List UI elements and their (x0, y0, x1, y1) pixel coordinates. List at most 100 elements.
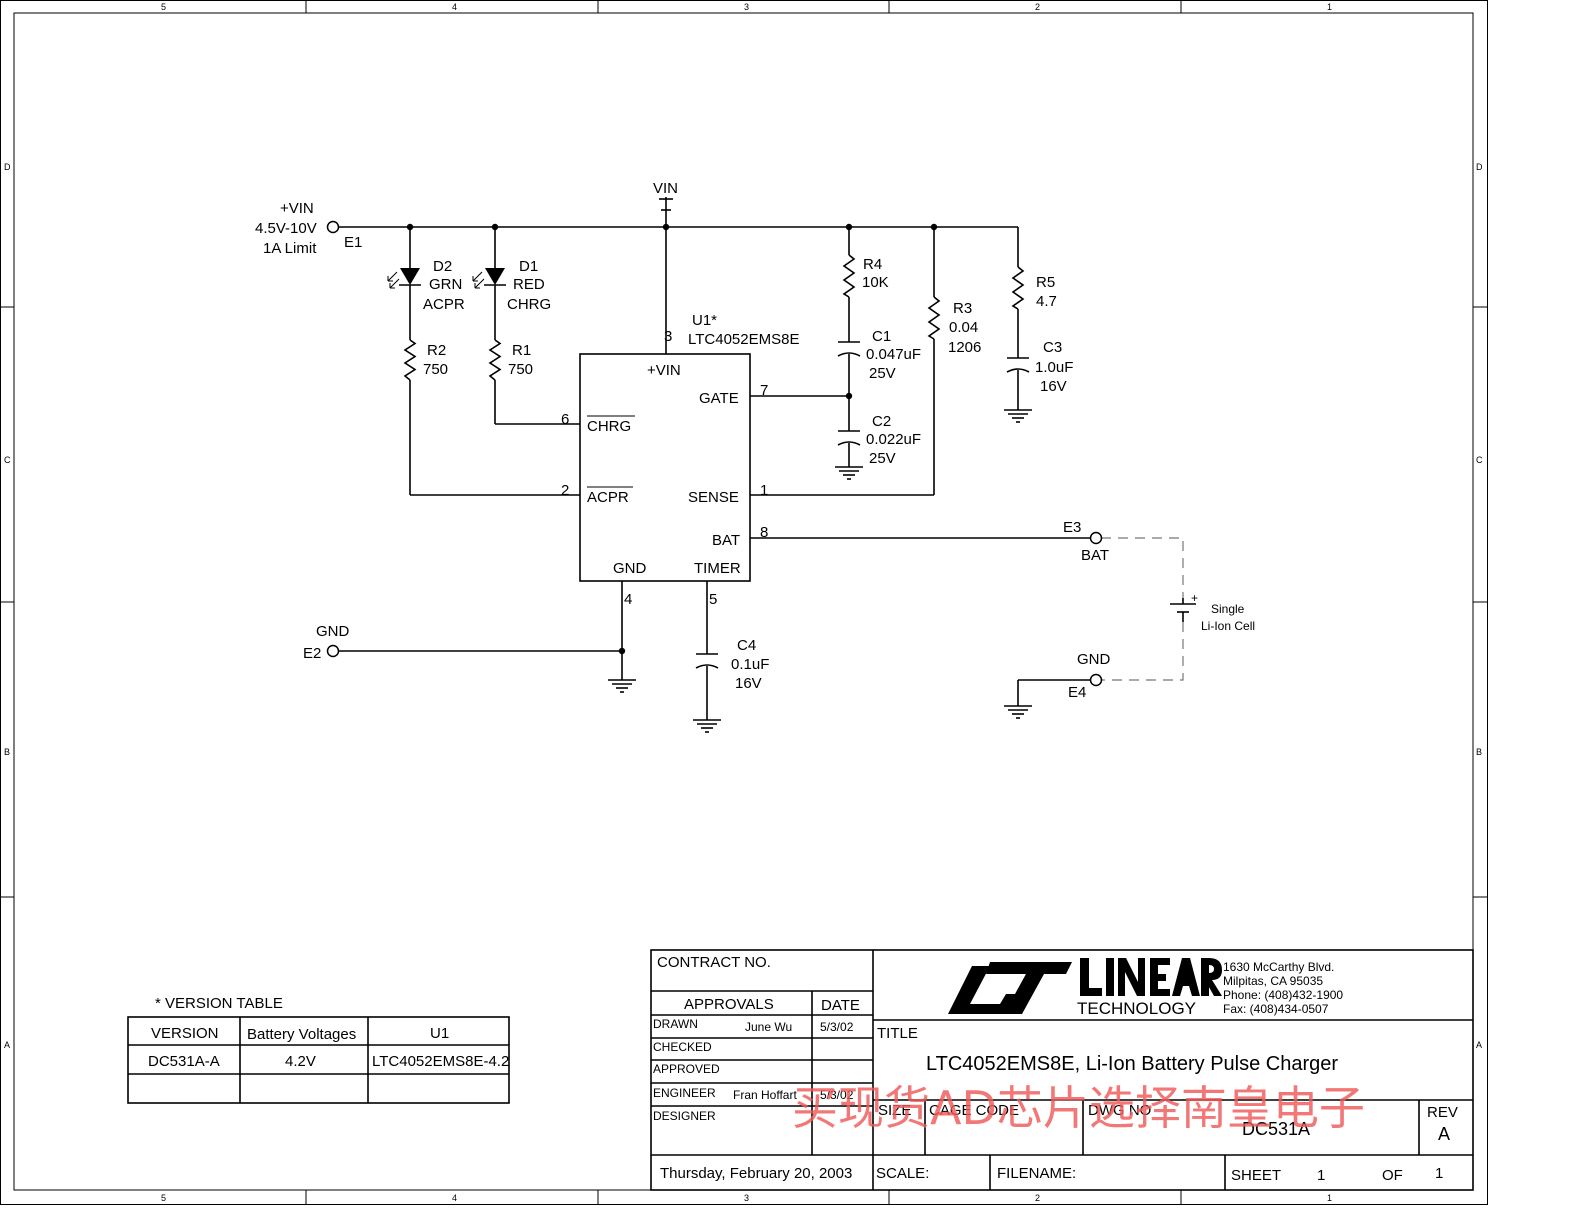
c2-value: 0.022uF (866, 431, 921, 448)
vin-net-label: VIN (653, 180, 678, 197)
engineer-date: 5/3/02 (820, 1088, 854, 1102)
terminal-e2: GND E2 (303, 623, 350, 662)
row-label: D (1476, 162, 1483, 172)
resistor-r5: R5 4.7 (1011, 266, 1057, 310)
sheet-label: SHEET (1231, 1167, 1281, 1184)
pin-vin-num: 3 (664, 328, 672, 345)
capacitor-c4: C4 0.1uF 16V (695, 637, 769, 692)
voltage-header: Battery Voltages (247, 1026, 356, 1043)
c2-voltage: 25V (869, 450, 896, 467)
terminal-e3: E3 BAT (1063, 519, 1109, 564)
vin-range: 4.5V-10V (255, 220, 317, 237)
e2-ref: E2 (303, 645, 321, 662)
pin-timer-name: TIMER (694, 560, 741, 577)
led-d1: D1 RED CHRG (472, 258, 551, 313)
d1-color: RED (513, 276, 545, 293)
pin-vin-name: +VIN (647, 362, 681, 379)
rev-label: REV (1427, 1104, 1458, 1121)
r1-value: 750 (508, 361, 533, 378)
voltage-cell: 4.2V (285, 1053, 316, 1070)
c4-voltage: 16V (735, 675, 762, 692)
cage-label: CAGE CODE (929, 1102, 1019, 1119)
col-label: 4 (452, 2, 457, 12)
pin-gnd-num: 4 (624, 591, 632, 608)
d1-signal: CHRG (507, 296, 551, 313)
resistor-r1: R1 750 (488, 339, 533, 381)
checked-label: CHECKED (653, 1040, 712, 1054)
col-label: 2 (1035, 2, 1040, 12)
pin-gate-num: 7 (760, 382, 768, 399)
e2-net: GND (316, 623, 350, 640)
drawn-date: 5/3/02 (820, 1020, 854, 1034)
of-number: 1 (1435, 1165, 1443, 1182)
row-label: A (1476, 1040, 1482, 1050)
pin-timer-num: 5 (709, 591, 717, 608)
sheet-border: 5 4 3 2 1 5 4 3 2 1 D C B A D C B A (0, 0, 1488, 1205)
u1-cell: LTC4052EMS8E-4.2 (372, 1053, 509, 1070)
capacitor-c2: C2 0.022uF 25V (837, 413, 921, 467)
capacitor-c3: C3 1.0uF 16V (1006, 339, 1073, 395)
pin-acpr-num: 2 (561, 482, 569, 499)
resistor-r4: R4 10K (842, 254, 889, 298)
filename-label: FILENAME: (997, 1165, 1076, 1182)
row-label: A (4, 1040, 10, 1050)
r5-value: 4.7 (1036, 293, 1057, 310)
pin-bat-name: BAT (712, 532, 740, 549)
u1-ref: U1* (692, 312, 717, 329)
capacitor-c1: C1 0.047uF 25V (837, 328, 921, 382)
row-label: B (1476, 747, 1482, 757)
pin-sense-name: SENSE (688, 489, 739, 506)
version-cell: DC531A-A (148, 1053, 220, 1070)
c1-value: 0.047uF (866, 346, 921, 363)
col-label: 4 (452, 1193, 457, 1203)
c2-ref: C2 (872, 413, 891, 430)
terminal-e4: GND E4 (1068, 651, 1111, 701)
row-label: C (4, 455, 11, 465)
c1-voltage: 25V (869, 365, 896, 382)
c4-value: 0.1uF (731, 656, 769, 673)
d2-ref: D2 (433, 258, 452, 275)
of-label: OF (1382, 1167, 1403, 1184)
print-date: Thursday, February 20, 2003 (660, 1165, 852, 1182)
junctions (406, 223, 938, 655)
battery-line1: Single (1211, 602, 1245, 616)
designer-label: DESIGNER (653, 1109, 716, 1123)
d1-ref: D1 (519, 258, 538, 275)
drawn-label: DRAWN (653, 1017, 698, 1031)
drawing-title: LTC4052EMS8E, Li-Ion Battery Pulse Charg… (926, 1053, 1338, 1075)
dwg-label: DWG NO (1088, 1102, 1151, 1119)
c3-value: 1.0uF (1035, 359, 1073, 376)
row-label: C (1476, 455, 1483, 465)
c1-ref: C1 (872, 328, 891, 345)
resistor-r3: R3 0.04 1206 (927, 296, 981, 356)
drawn-name: June Wu (745, 1020, 792, 1034)
col-label: 1 (1327, 2, 1332, 12)
pin-gate-name: GATE (699, 390, 739, 407)
col-label: 5 (161, 1193, 166, 1203)
version-table: * VERSION TABLE VERSION Battery Voltages… (127, 995, 510, 1104)
ground-symbols (608, 409, 1032, 733)
terminal-e1: +VIN 4.5V-10V 1A Limit E1 (255, 200, 362, 257)
sheet-number: 1 (1317, 1167, 1325, 1184)
r5-ref: R5 (1036, 274, 1055, 291)
version-table-title: * VERSION TABLE (155, 995, 283, 1012)
r1-ref: R1 (512, 342, 531, 359)
r3-package: 1206 (948, 339, 981, 356)
approved-label: APPROVED (653, 1062, 720, 1076)
col-label: 3 (744, 2, 749, 12)
battery-line2: Li-Ion Cell (1201, 619, 1255, 633)
d2-color: GRN (429, 276, 462, 293)
battery-plus: + (1191, 591, 1198, 605)
e4-ref: E4 (1068, 684, 1086, 701)
wires (339, 197, 1184, 720)
e3-ref: E3 (1063, 519, 1081, 536)
battery-cell: + Single Li-Ion Cell (1170, 591, 1255, 633)
approvals-label: APPROVALS (684, 996, 774, 1013)
u1-header: U1 (430, 1025, 449, 1042)
col-label: 1 (1327, 1193, 1332, 1203)
date-header: DATE (821, 997, 860, 1014)
pin-chrg-num: 6 (561, 411, 569, 428)
address-line: 1630 McCarthy Blvd. (1223, 960, 1334, 974)
r3-value: 0.04 (949, 319, 978, 336)
